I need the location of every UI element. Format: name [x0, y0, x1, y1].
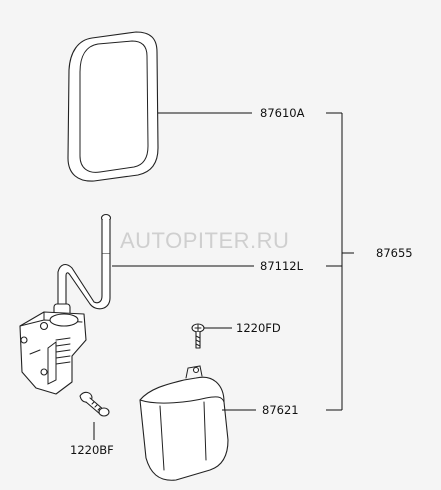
leader-lines: [93, 112, 354, 440]
mirror-arm-part: [53, 213, 112, 325]
label-1220BF[interactable]: 1220BF: [70, 443, 114, 457]
label-1220FD[interactable]: 1220FD: [236, 321, 281, 335]
label-87610A[interactable]: 87610A: [260, 106, 305, 120]
mirror-base-part: [19, 311, 87, 395]
label-87621[interactable]: 87621: [262, 403, 299, 417]
screw-bottom-part: [79, 391, 110, 417]
mirror-head-part: [67, 31, 159, 182]
label-87112L[interactable]: 87112L: [260, 259, 304, 273]
cover-part: [139, 365, 229, 481]
screw-top-part: [191, 323, 205, 349]
label-87655[interactable]: 87655: [376, 246, 413, 260]
watermark: AUTOPITER.RU: [120, 228, 289, 253]
